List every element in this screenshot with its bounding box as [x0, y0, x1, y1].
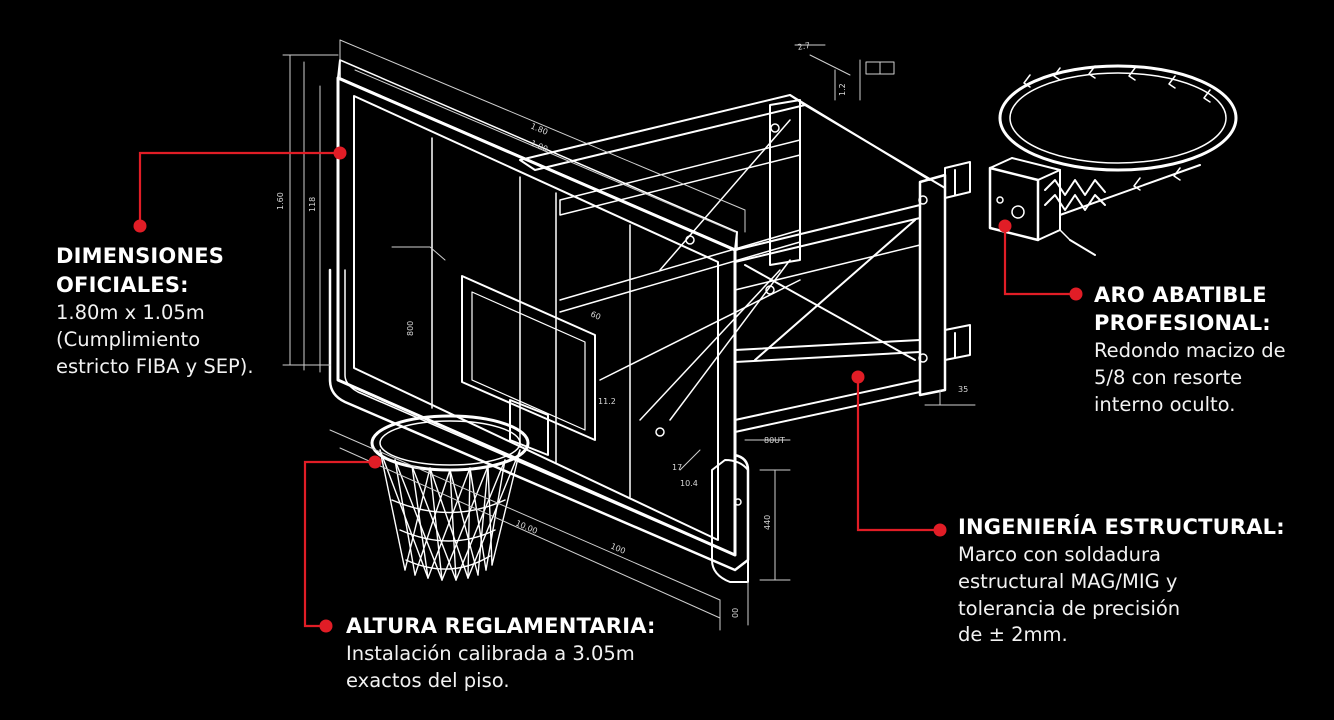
dim-corner-small: 00 — [731, 608, 740, 618]
callout-ingenieria-body: Marco con soldadura estructural MAG/MIG … — [958, 542, 1181, 647]
dim-bracket-35: 35 — [958, 385, 968, 394]
breakaway-rim-detail — [988, 64, 1238, 256]
callout-altura-body: Instalación calibrada a 3.05m exactos de… — [346, 641, 635, 692]
dim-plate-60: 60 — [589, 310, 602, 322]
marker-altura-label — [319, 619, 333, 633]
dimension-lines — [282, 39, 976, 631]
marker-altura-hoop — [368, 455, 382, 469]
callout-dimensions-body: 1.80m x 1.05m (Cumplimiento estricto FIB… — [56, 300, 254, 378]
dim-bracket-12: 1.2 — [838, 83, 847, 96]
leader-dimensions — [138, 151, 340, 226]
marker-ingenieria-label — [933, 523, 947, 537]
callout-aro-body: Redondo macizo de 5/8 con resorte intern… — [1094, 338, 1286, 416]
callout-ingenieria-title: INGENIERÍA ESTRUCTURAL: — [958, 515, 1285, 539]
dim-height-inner: 118 — [308, 197, 317, 212]
dim-top-width-outer: 1.80 — [529, 122, 549, 137]
marker-ingenieria-frame — [851, 370, 865, 384]
marker-dimensions-frame — [333, 146, 347, 160]
callout-ingenieria: INGENIERÍA ESTRUCTURAL: Marco con soldad… — [958, 515, 1328, 649]
dimension-text: 1.80 1.00 1.60 118 100 10.00 440 00 2.7 … — [276, 41, 968, 618]
marker-aro-rim — [998, 219, 1012, 233]
callout-aro: ARO ABATIBLE PROFESIONAL: Redondo macizo… — [1094, 281, 1334, 418]
callout-aro-title-1: ARO ABATIBLE — [1094, 283, 1267, 307]
dim-top-width-inner: 1.00 — [529, 139, 549, 154]
leader-ingenieria — [856, 377, 940, 532]
basket-net — [379, 449, 521, 581]
backboard-frame — [328, 59, 750, 583]
dim-plate-112: 11.2 — [598, 397, 616, 406]
dim-bracket-27: 2.7 — [797, 41, 811, 52]
dim-label-17: 17 — [672, 463, 682, 472]
dim-label-10: 10.4 — [680, 479, 698, 488]
callout-dimensions: DIMENSIONES OFICIALES: 1.80m x 1.05m (Cu… — [56, 242, 316, 381]
callout-dimensions-title-1: DIMENSIONES — [56, 244, 225, 268]
callout-dimensions-title-2: OFICIALES: — [56, 272, 189, 297]
marker-dimensions-label — [133, 219, 147, 233]
callout-aro-title-2: PROFESIONAL: — [1094, 311, 1271, 336]
dim-side-depth: 440 — [763, 515, 772, 530]
callout-altura: ALTURA REGLAMENTARIA: Instalación calibr… — [346, 614, 766, 695]
support-truss — [519, 94, 971, 437]
marker-aro-label — [1069, 287, 1083, 301]
dim-plate-800: 800 — [406, 321, 415, 336]
dim-height-outer: 1.60 — [276, 192, 285, 210]
leader-aro — [1003, 226, 1076, 296]
dim-label-80ut: 80UT — [764, 436, 785, 445]
callout-altura-title: ALTURA REGLAMENTARIA: — [346, 614, 656, 638]
dim-bottom-length-2: 10.00 — [514, 519, 539, 536]
dim-bottom-length: 100 — [609, 542, 627, 556]
leader-altura — [303, 460, 375, 628]
